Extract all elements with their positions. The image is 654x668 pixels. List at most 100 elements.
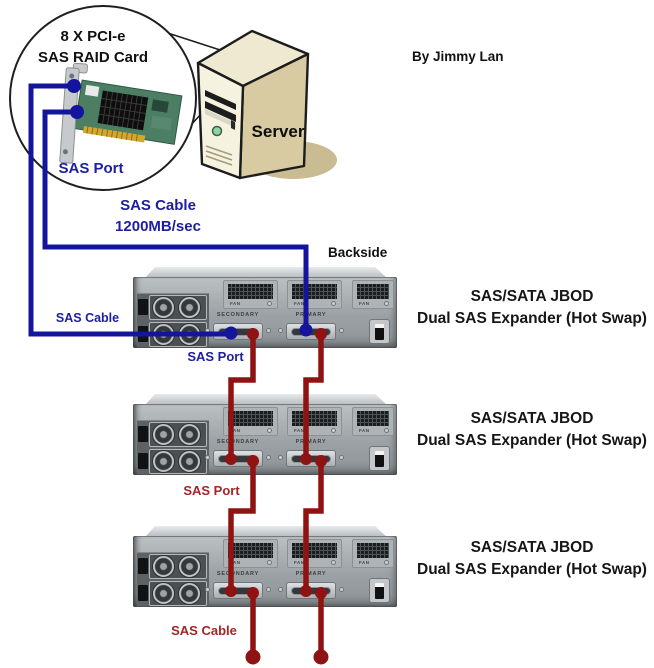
psu-fan [178, 296, 201, 319]
screw [205, 587, 210, 592]
fan-vent-grille [292, 543, 337, 558]
fan-module-label: FAN [230, 428, 241, 433]
screw [331, 428, 336, 433]
fan-module-label: FAN [230, 560, 241, 565]
screw [205, 328, 210, 333]
fan-module-label: FAN [359, 560, 370, 565]
jbod2-sas-port-label: SAS Port [183, 483, 240, 498]
primary-expander-label: PRIMARY [295, 439, 327, 445]
jbod-rear-panel: FAN FAN FAN SECONDARY PRIMARY [133, 404, 397, 475]
psu-fan [152, 296, 175, 319]
jbod2-caption: SAS/SATA JBOD Dual SAS Expander (Hot Swa… [410, 408, 654, 451]
sas-connector-slot [291, 328, 331, 336]
fan-vent-grille [357, 411, 389, 426]
jbod3-caption-line2: Dual SAS Expander (Hot Swap) [417, 560, 647, 578]
screw [267, 560, 272, 565]
psu-fan [178, 423, 201, 446]
fan-module: FAN [352, 280, 394, 309]
screw [266, 328, 271, 333]
raid-card-title-line1: 8 X PCI-e [60, 28, 126, 45]
fan-vent-grille [357, 284, 389, 299]
jbod-top-face [135, 526, 395, 537]
fan-module-label: FAN [294, 428, 305, 433]
jbod1-sas-port-label: SAS Port [187, 349, 244, 364]
fan-module: FAN [352, 407, 394, 436]
jbod-rear-panel: FAN FAN FAN SECONDARY PRIMARY [133, 536, 397, 607]
card-sas-port-1 [67, 79, 81, 93]
card-sas-port-2 [70, 105, 84, 119]
jbod1-caption-line2: Dual SAS Expander (Hot Swap) [417, 309, 647, 327]
jbod-enclosure-2: FAN FAN FAN SECONDARY PRIMARY [133, 394, 397, 475]
sas-connector-slot [291, 587, 331, 595]
power-inlet [138, 426, 148, 442]
power-switch [369, 446, 390, 471]
secondary-expander-label: SECONDARY [216, 439, 260, 445]
backside-label: Backside [328, 245, 388, 260]
bottom-sas-cable-label: SAS Cable [171, 623, 237, 638]
psu-fan [152, 423, 175, 446]
sas-connector-secondary [213, 323, 263, 340]
power-switch [369, 319, 390, 344]
psu-module [137, 552, 209, 606]
sas-cable-speed-line1: SAS Cable [120, 197, 196, 214]
psu-fan [178, 323, 201, 346]
jbod1-caption: SAS/SATA JBOD Dual SAS Expander (Hot Swa… [410, 286, 654, 329]
jbod2-caption-line2: Dual SAS Expander (Hot Swap) [417, 431, 647, 449]
server-side-face [238, 52, 310, 180]
raid-card-pcb [73, 79, 183, 145]
screw [331, 560, 336, 565]
screw [266, 587, 271, 592]
psu-module [137, 293, 209, 347]
fan-vent-grille [292, 411, 337, 426]
fan-module: FAN [223, 407, 278, 436]
sas-connector-primary [286, 450, 336, 467]
fan-vent-grille [228, 284, 273, 299]
primary-expander-label: PRIMARY [295, 571, 327, 577]
psu-fan [152, 555, 175, 578]
screw [267, 301, 272, 306]
power-inlet [138, 299, 148, 315]
raid-card-illustration [59, 62, 183, 164]
jbod-enclosure-3: FAN FAN FAN SECONDARY PRIMARY [133, 526, 397, 607]
sas-cable-speed-label: SAS Cable 1200MB/sec [83, 195, 233, 237]
sas-connector-slot [218, 587, 258, 595]
fan-module: FAN [223, 539, 278, 568]
screw [331, 301, 336, 306]
power-switch-rocker [375, 324, 384, 340]
jbod-rear-panel: FAN FAN FAN SECONDARY PRIMARY [133, 277, 397, 348]
server-power-button [211, 125, 223, 137]
screw [339, 455, 344, 460]
server-label: Server [252, 122, 305, 141]
card-sas-port-label: SAS Port [58, 160, 124, 177]
screw [384, 428, 389, 433]
screw [267, 428, 272, 433]
fan-module: FAN [223, 280, 278, 309]
left-sas-cable-label: SAS Cable [55, 311, 120, 325]
fan-module-label: FAN [230, 301, 241, 306]
power-switch [369, 578, 390, 603]
raid-card-title-line2: SAS RAID Card [37, 49, 149, 66]
author-credit: By Jimmy Lan [412, 49, 504, 64]
fan-vent-grille [292, 284, 337, 299]
screw [384, 560, 389, 565]
secondary-expander-label: SECONDARY [216, 312, 260, 318]
power-switch-rocker [375, 451, 384, 467]
screw [278, 328, 283, 333]
power-inlet [138, 585, 148, 601]
fan-module: FAN [287, 280, 342, 309]
psu-module [137, 420, 209, 474]
sas-connector-primary [286, 582, 336, 599]
psu-fan [152, 582, 175, 605]
sas-connector-slot [218, 455, 258, 463]
fan-module-label: FAN [359, 301, 370, 306]
psu-fan [178, 450, 201, 473]
screw [278, 455, 283, 460]
screw [384, 301, 389, 306]
pcie-edge-connector [82, 125, 146, 143]
raid-card-title: 8 X PCI-e SAS RAID Card [13, 26, 173, 68]
heatsink [97, 90, 149, 131]
power-switch-rocker [375, 583, 384, 599]
server-top-face [196, 29, 310, 88]
screw [278, 587, 283, 592]
